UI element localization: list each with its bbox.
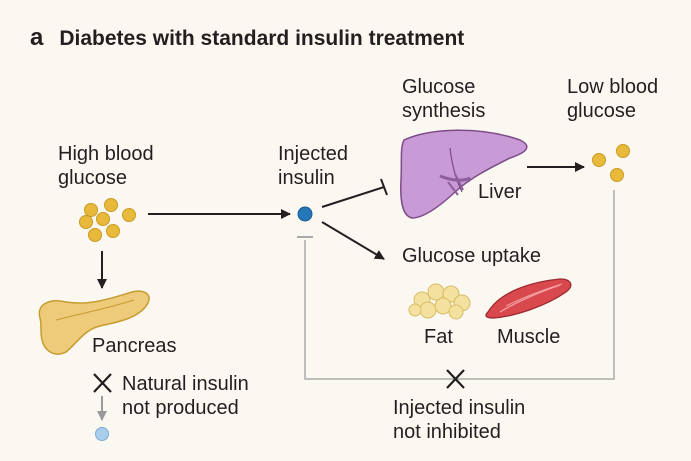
- fat-illustration: [408, 283, 471, 320]
- injected-insulin-line1: Injected: [278, 143, 349, 165]
- not-inhibited-label: Injected insulin not inhibited: [393, 396, 525, 444]
- pancreas-illustration: [38, 290, 150, 355]
- low-glucose-line2: glucose: [567, 100, 636, 122]
- muscle-label: Muscle: [497, 326, 561, 348]
- natural-insulin-line2: not produced: [122, 397, 239, 419]
- injected-insulin-label: Injected insulin: [278, 142, 348, 190]
- injected-insulin-dot: [297, 206, 313, 222]
- feedback-loop-line: [297, 190, 615, 380]
- high-glucose-line2: glucose: [58, 167, 127, 189]
- muscle-illustration: [485, 278, 572, 319]
- glucose-synthesis-line2: synthesis: [402, 100, 486, 122]
- panel-title: Diabetes with standard insulin treatment: [59, 27, 465, 50]
- liver-label: Liver: [478, 181, 522, 203]
- panel-heading: a Diabetes with standard insulin treatmen…: [30, 24, 464, 52]
- high-glucose-label: High blood glucose: [58, 142, 154, 190]
- panel-letter: a: [30, 24, 44, 51]
- inhibit-insulin-to-liver: [321, 178, 388, 208]
- low-glucose-cluster: [592, 144, 630, 182]
- natural-insulin-label: Natural insulin not produced: [122, 372, 249, 420]
- not-inhibited-line1: Injected insulin: [393, 397, 526, 419]
- natural-insulin-line1: Natural insulin: [122, 373, 249, 395]
- arrow-insulin-to-uptake: [321, 221, 385, 260]
- glucose-synthesis-label: Glucose synthesis: [402, 75, 485, 123]
- feedback-blocked-x-icon: [446, 369, 465, 389]
- liver-illustration: [400, 129, 528, 219]
- natural-insulin-dot: [95, 427, 109, 441]
- not-inhibited-line2: not inhibited: [393, 421, 501, 443]
- high-glucose-line1: High blood: [58, 143, 154, 165]
- low-glucose-line1: Low blood: [567, 76, 659, 98]
- glucose-synthesis-line1: Glucose: [402, 76, 476, 98]
- glucose-uptake-label: Glucose uptake: [402, 245, 541, 267]
- natural-insulin-x-icon: [93, 373, 112, 393]
- low-glucose-label: Low blood glucose: [567, 75, 658, 123]
- injected-insulin-line2: insulin: [278, 167, 335, 189]
- fat-label: Fat: [424, 326, 453, 348]
- high-glucose-cluster: [79, 198, 136, 242]
- pancreas-label: Pancreas: [92, 335, 177, 357]
